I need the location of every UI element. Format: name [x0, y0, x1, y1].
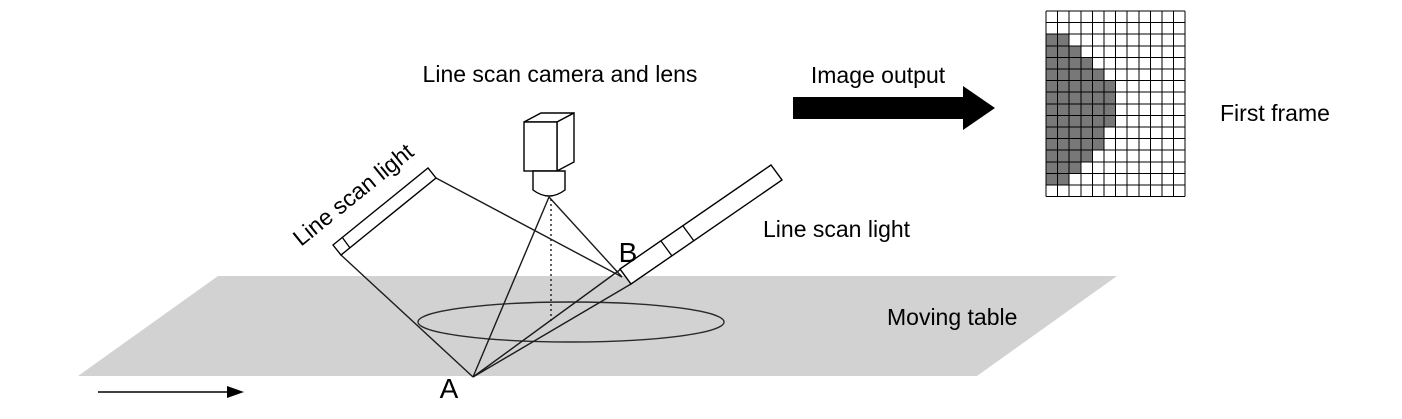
frame-cell	[1069, 138, 1081, 151]
moving-table-surface	[78, 276, 1117, 376]
right-light-label: Line scan light	[763, 216, 911, 242]
frame-cell	[1057, 127, 1070, 139]
frame-cell	[1057, 80, 1070, 93]
frame-cell	[1080, 127, 1093, 139]
frame-cell	[1046, 127, 1058, 139]
motion-arrow	[98, 386, 244, 398]
camera-lens	[532, 170, 566, 197]
frame-cell	[1057, 34, 1070, 46]
frame-cell	[1104, 92, 1116, 104]
frame-cell	[1046, 150, 1058, 162]
frame-cell	[1080, 150, 1093, 162]
frame-cell	[1092, 127, 1104, 139]
frame-cell	[1092, 115, 1104, 127]
first-frame-label: First frame	[1220, 100, 1330, 126]
frame-cell	[1057, 45, 1070, 58]
moving-table-label: Moving table	[887, 304, 1017, 330]
camera-label: Line scan camera and lens	[423, 61, 698, 87]
frame-cell	[1104, 80, 1116, 93]
right-light-beam-upper	[472, 268, 622, 378]
frame-cell	[1092, 103, 1104, 116]
camera	[523, 111, 575, 197]
moving-table: Moving table	[78, 276, 1117, 376]
frame-cell	[1069, 103, 1081, 116]
frame-cell	[1104, 115, 1116, 127]
frame-cell	[1046, 80, 1058, 93]
frame-cell	[1092, 92, 1104, 104]
frame-cell	[1080, 115, 1093, 127]
image-output: Image output	[793, 62, 995, 130]
frame-cell	[1069, 57, 1081, 69]
frame-cell	[1057, 138, 1070, 151]
light-rays	[340, 177, 632, 378]
image-output-label: Image output	[811, 62, 946, 88]
frame-cell	[1069, 92, 1081, 104]
frame-cell	[1057, 161, 1070, 174]
frame-cell	[1080, 138, 1093, 151]
first-frame-grid	[1045, 10, 1186, 198]
frame-cell	[1057, 103, 1070, 116]
frame-cell	[1057, 173, 1070, 185]
frame-cell	[1080, 103, 1093, 116]
frame-cell	[1046, 34, 1058, 46]
left-light-bar	[332, 167, 437, 256]
camera-ray-to-b	[548, 196, 623, 278]
frame-cell	[1046, 69, 1058, 81]
left-light-ray-to-a	[340, 254, 474, 378]
frame-cell	[1046, 92, 1058, 104]
frame-cell	[1069, 80, 1081, 93]
frame-cell	[1069, 45, 1081, 58]
motion-arrow-head	[227, 386, 244, 398]
frame-cell	[1057, 92, 1070, 104]
camera-side-face	[556, 111, 575, 173]
first-frame-gridlines	[1045, 10, 1186, 198]
camera-front-face	[523, 121, 558, 172]
frame-cell	[1046, 115, 1058, 127]
right-light-cap-divider-1	[660, 240, 673, 257]
frame-cell	[1046, 57, 1058, 69]
frame-cell	[1046, 138, 1058, 151]
frame-cell	[1069, 161, 1081, 174]
frame-cell	[1069, 69, 1081, 81]
frame-cell	[1069, 127, 1081, 139]
right-light-cap-divider-2	[682, 225, 695, 242]
first-frame-cells	[1046, 34, 1116, 185]
frame-cell	[1080, 57, 1093, 69]
frame-cell	[1069, 150, 1081, 162]
frame-cell	[1057, 57, 1070, 69]
frame-cell	[1046, 45, 1058, 58]
right-light-beam-lower	[472, 283, 632, 378]
frame-cell	[1057, 150, 1070, 162]
frame-cell	[1092, 80, 1104, 93]
frame-cell	[1080, 80, 1093, 93]
point-a-label: A	[440, 373, 459, 404]
frame-cell	[1080, 69, 1093, 81]
scan-ellipse	[417, 301, 725, 343]
frame-cell	[1046, 173, 1058, 185]
frame-cell	[1046, 161, 1058, 174]
left-light-cap-divider	[341, 236, 351, 249]
point-b-label: B	[619, 237, 638, 268]
frame-cell	[1057, 69, 1070, 81]
left-light: Line scan light	[288, 138, 437, 256]
left-light-ray-to-b	[435, 177, 623, 278]
right-light-bar	[619, 164, 783, 285]
frame-cell	[1080, 92, 1093, 104]
frame-cell	[1057, 115, 1070, 127]
right-light: Line scan light	[619, 164, 911, 285]
frame-cell	[1092, 138, 1104, 151]
frame-cell	[1069, 115, 1081, 127]
frame-cell	[1104, 103, 1116, 116]
image-output-arrow-icon	[793, 86, 995, 130]
camera-ray-to-a	[472, 196, 550, 378]
frame-cell	[1046, 103, 1058, 116]
frame-cell	[1092, 69, 1104, 81]
